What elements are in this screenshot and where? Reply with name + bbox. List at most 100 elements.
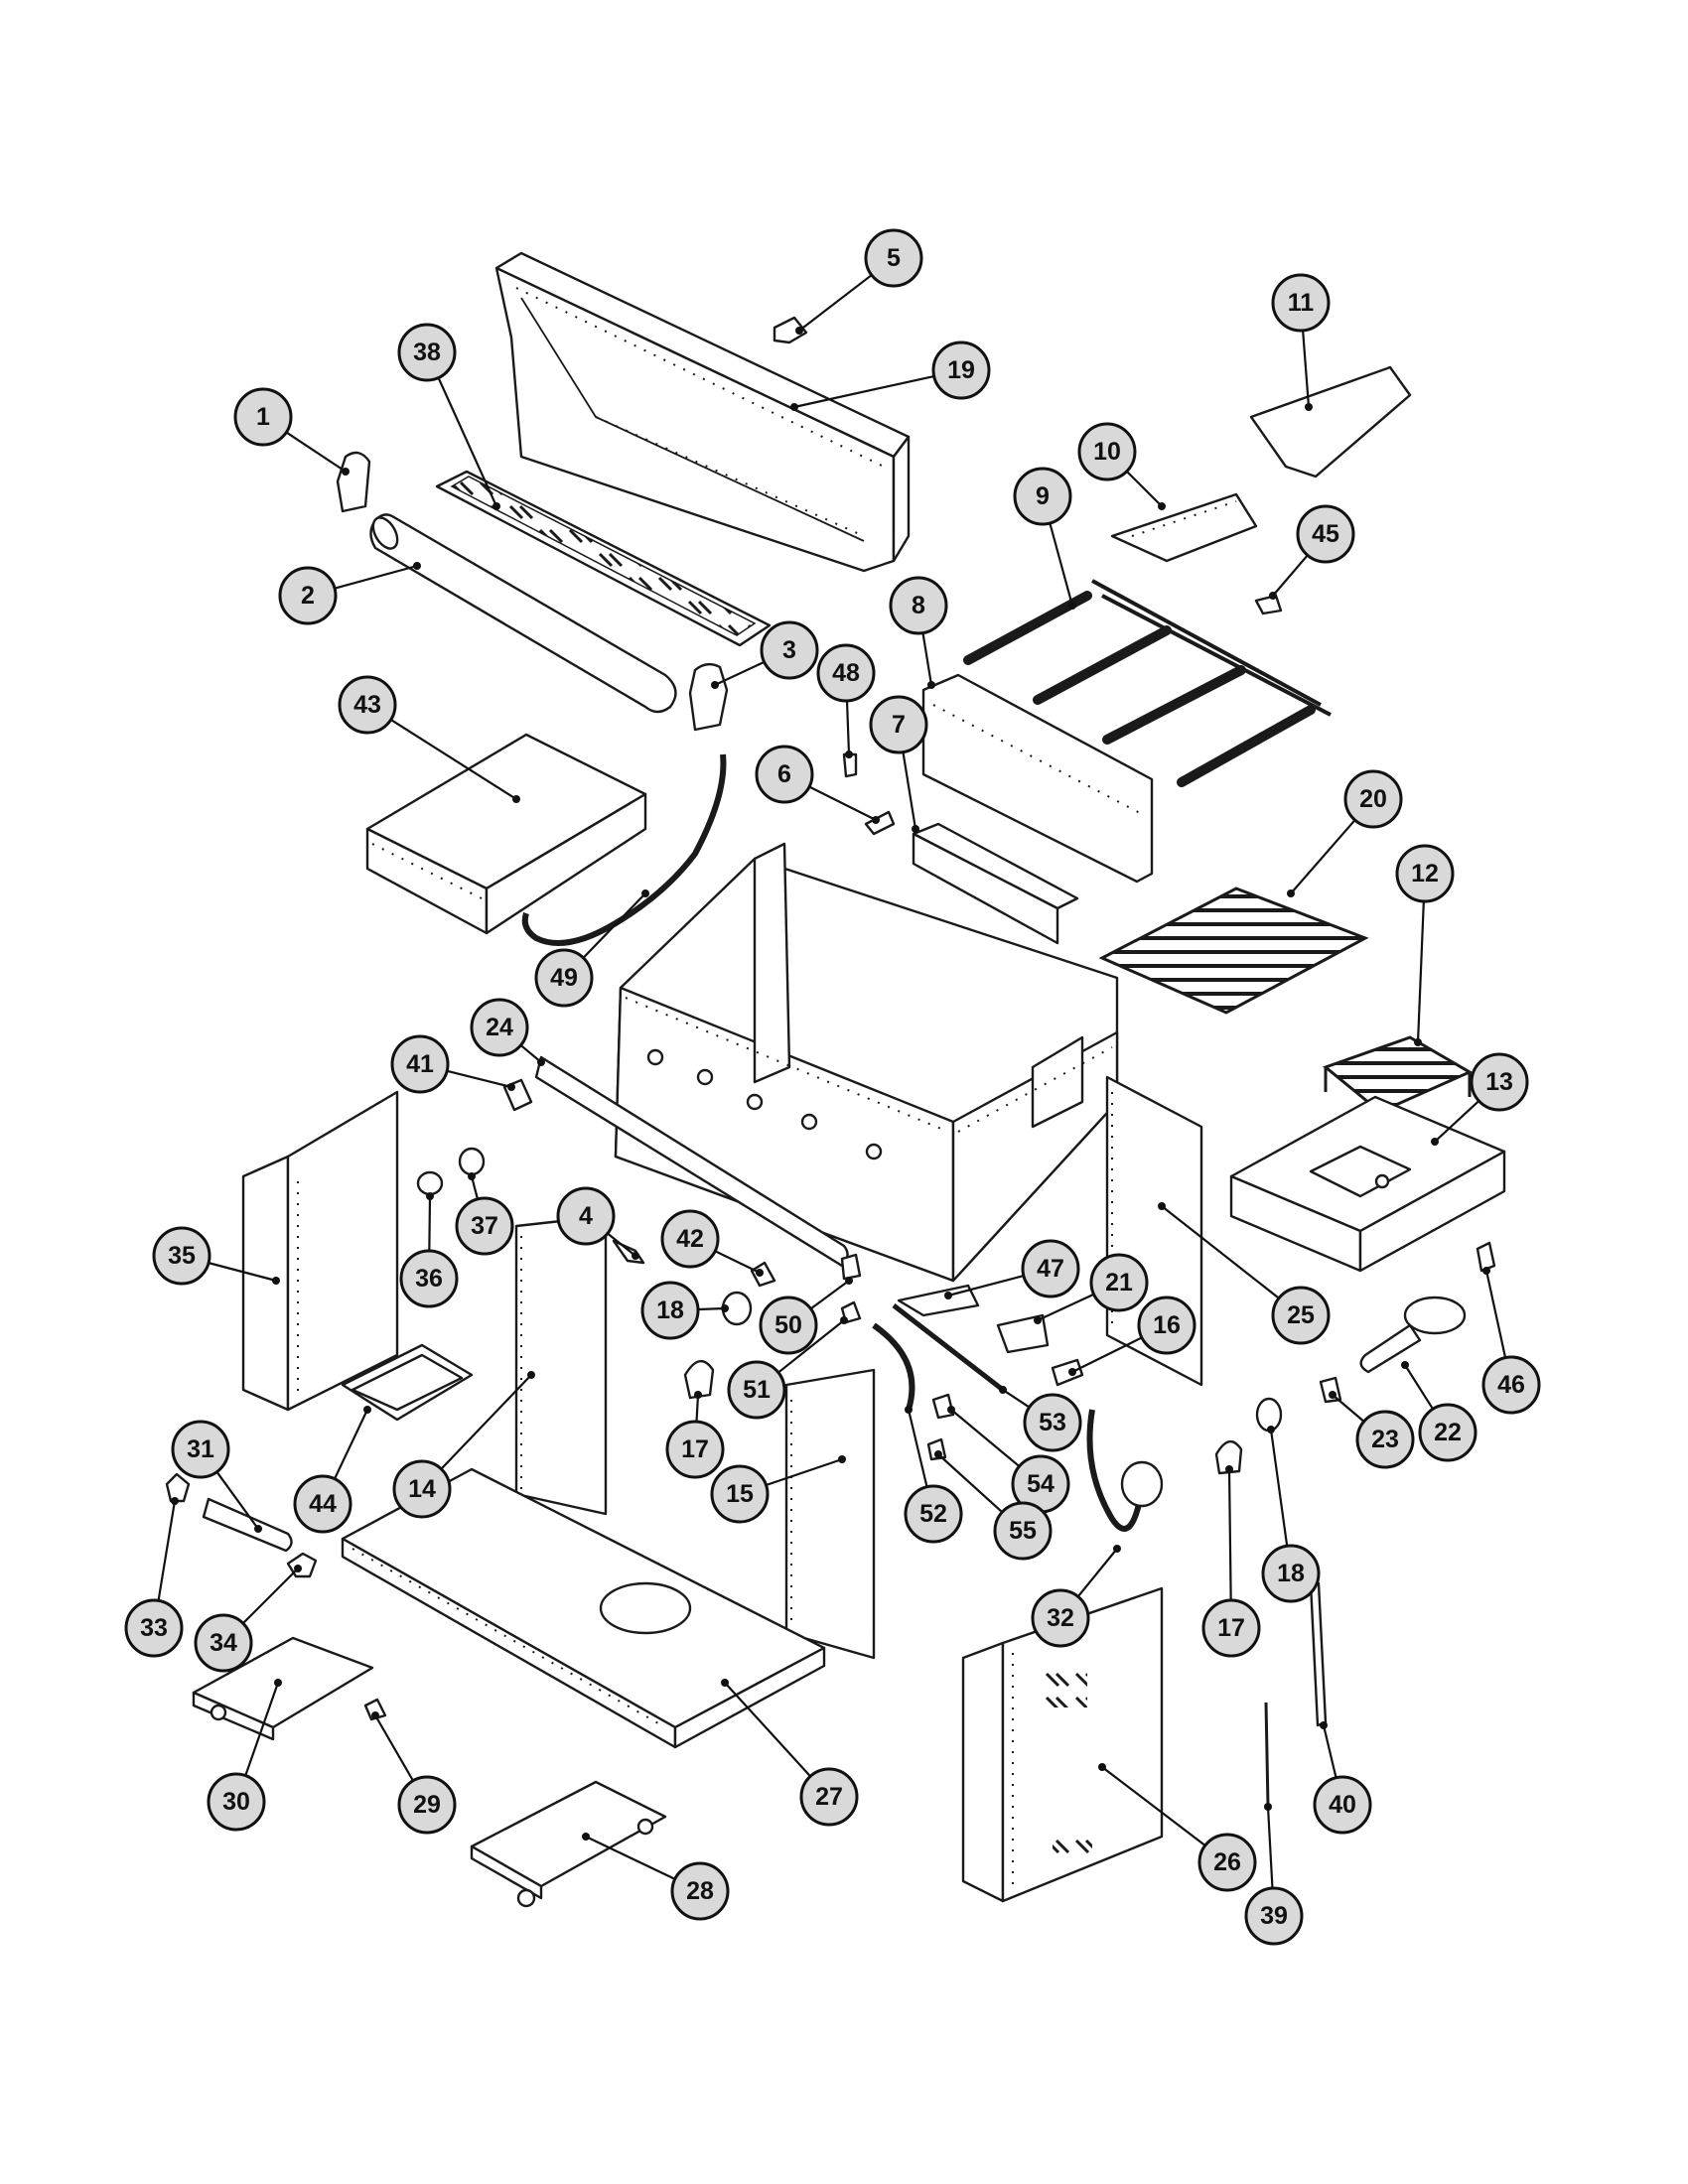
leader-line	[334, 564, 418, 590]
leader-dot	[171, 1497, 179, 1505]
warming-rack-part	[435, 470, 772, 647]
callout-number: 53	[1039, 1409, 1066, 1436]
callout-number: 1	[256, 403, 270, 431]
callout-15: 15	[710, 1455, 846, 1524]
leader-dot	[1269, 592, 1277, 600]
leader-dot	[1158, 502, 1166, 510]
callout-circle	[931, 341, 991, 400]
callout-circle	[710, 1464, 770, 1524]
callout-27: 27	[721, 1679, 859, 1827]
ignitor-wire-part	[892, 1303, 1005, 1392]
callout-number: 47	[1037, 1255, 1064, 1283]
side-burner-grate-part	[1322, 1035, 1474, 1140]
leader-line	[1416, 900, 1425, 1043]
callout-circle	[278, 566, 338, 625]
caster-plate-right-part	[470, 1780, 667, 1908]
callout-circle	[1418, 1403, 1477, 1462]
callout-circle	[1077, 422, 1137, 481]
leader-dot	[711, 681, 719, 689]
leader-dot	[840, 1316, 848, 1324]
callout-number: 40	[1329, 1791, 1356, 1819]
callout-number: 8	[912, 592, 925, 619]
leader-dot	[1068, 1368, 1076, 1376]
back-panel-part	[921, 673, 1154, 884]
control-knob-part	[1214, 1440, 1243, 1475]
callout-25: 25	[1158, 1202, 1331, 1345]
leader-line	[907, 1409, 928, 1488]
leader-line	[921, 632, 933, 686]
leader-line	[244, 1682, 280, 1776]
end-panel-right-part	[961, 1586, 1164, 1903]
callout-circle	[1244, 1886, 1304, 1946]
leader-dot	[1264, 1803, 1272, 1811]
control-knob-part	[683, 1360, 715, 1400]
leader-dot	[756, 1269, 764, 1277]
callout-46: 46	[1481, 1267, 1541, 1415]
callout-number: 55	[1009, 1517, 1037, 1545]
callout-number: 3	[782, 636, 796, 664]
regulator-hose-part	[1086, 1409, 1164, 1532]
callout-number: 7	[892, 711, 906, 739]
callout-number: 21	[1105, 1269, 1133, 1297]
callout-circle	[760, 620, 819, 680]
leader-line	[1002, 1389, 1031, 1409]
callout-number: 9	[1036, 482, 1050, 510]
firebox-part	[614, 842, 1119, 1283]
callout-number: 33	[140, 1614, 168, 1642]
heat-shield-part	[912, 822, 1079, 945]
leader-line	[1037, 1293, 1095, 1321]
callout-number: 5	[887, 244, 901, 272]
callout-number: 48	[832, 659, 860, 687]
callout-7: 7	[869, 695, 928, 833]
leader-dot	[1287, 889, 1295, 897]
callout-2: 2	[278, 562, 421, 625]
callout-19: 19	[790, 341, 991, 411]
leader-dot	[272, 1277, 280, 1285]
leader-line	[1302, 330, 1311, 408]
callout-21: 21	[1034, 1253, 1149, 1324]
callout-number: 15	[726, 1480, 754, 1508]
leader-dot	[1068, 602, 1076, 610]
callout-circle	[1137, 1296, 1196, 1355]
leader-line	[798, 274, 873, 332]
callout-number: 38	[413, 339, 441, 366]
leader-line	[1049, 522, 1074, 607]
callout-number: 20	[1359, 785, 1387, 813]
leader-dot	[1482, 1267, 1490, 1275]
leader-line	[285, 431, 347, 473]
callout-circle	[759, 1296, 818, 1355]
callout-8: 8	[889, 576, 948, 689]
bezel-ring-part	[458, 1147, 486, 1176]
callout-number: 25	[1287, 1301, 1315, 1329]
rotisserie-rod-part	[1309, 1581, 1328, 1727]
callout-23: 23	[1329, 1391, 1415, 1469]
leader-line	[1272, 554, 1309, 597]
callout-number: 11	[1288, 289, 1315, 317]
callout-41: 41	[390, 1034, 515, 1094]
callout-17: 17	[665, 1391, 725, 1479]
callout-31: 31	[171, 1420, 262, 1533]
callout-circle	[816, 643, 876, 703]
leader-dot	[721, 1304, 729, 1312]
leader-dot	[468, 1172, 476, 1180]
leader-dot	[371, 1711, 379, 1719]
callout-number: 41	[406, 1050, 434, 1078]
leader-line	[1101, 1766, 1206, 1846]
callout-number: 45	[1312, 520, 1339, 548]
callout-circle	[660, 1209, 720, 1269]
callout-30: 30	[207, 1679, 282, 1832]
fitting-elbow-part	[840, 1253, 862, 1281]
leader-dot	[632, 1252, 639, 1260]
leader-dot	[1320, 1721, 1328, 1729]
callout-number: 24	[486, 1014, 513, 1041]
leader-line	[950, 1409, 1021, 1467]
callout-number: 2	[301, 582, 315, 610]
callout-circle	[1395, 844, 1455, 903]
leader-line	[242, 1568, 299, 1624]
callout-34: 34	[194, 1565, 302, 1673]
leader-line	[766, 1457, 843, 1487]
callout-circle	[152, 1226, 211, 1286]
leader-line	[215, 1471, 259, 1530]
leader-line	[428, 1195, 432, 1252]
